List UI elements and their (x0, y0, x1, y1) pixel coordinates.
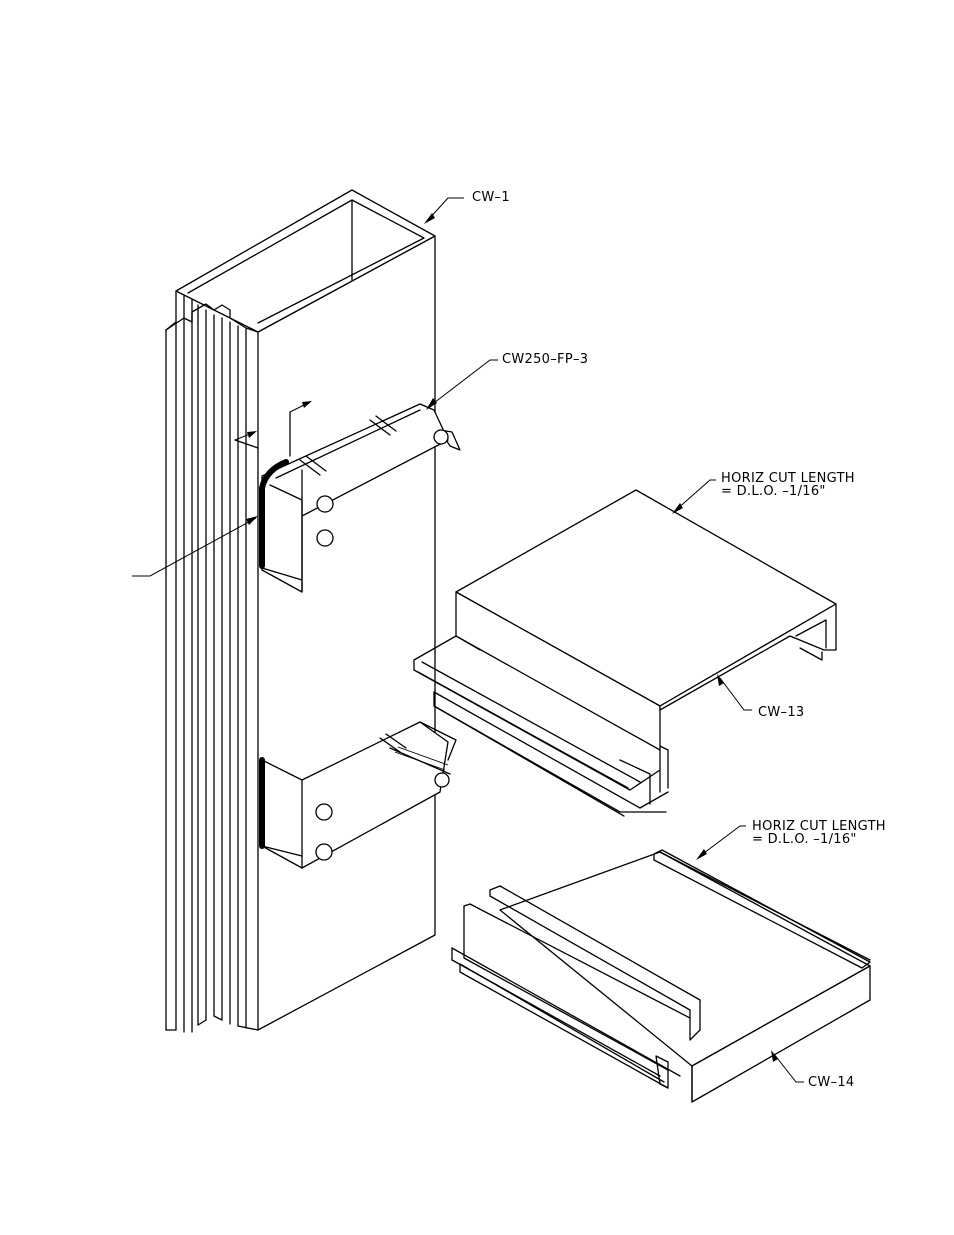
callout-head-length-line2: = D.L.O. –1/16" (721, 484, 826, 499)
callout-cw250-fp-3: CW250–FP–3 (502, 352, 589, 367)
callout-cw-1: CW–1 (472, 190, 510, 205)
callout-sill-length-line2: = D.L.O. –1/16" (752, 832, 857, 847)
callout-sill-length-line1: HORIZ CUT LENGTH (752, 819, 886, 834)
clip-lower (261, 721, 457, 869)
callout-cw-14: CW–14 (808, 1075, 855, 1090)
sill-cw-14 (451, 849, 871, 1103)
callout-head-length-line1: HORIZ CUT LENGTH (721, 471, 855, 486)
callout-cw-13: CW–13 (758, 705, 805, 720)
sealant-bead-upper (259, 459, 289, 569)
mullion-cw-1 (165, 189, 436, 1033)
leaders (132, 197, 804, 1083)
clip-upper-cw250-fp-3 (234, 403, 461, 593)
head-cw-13 (413, 489, 837, 817)
